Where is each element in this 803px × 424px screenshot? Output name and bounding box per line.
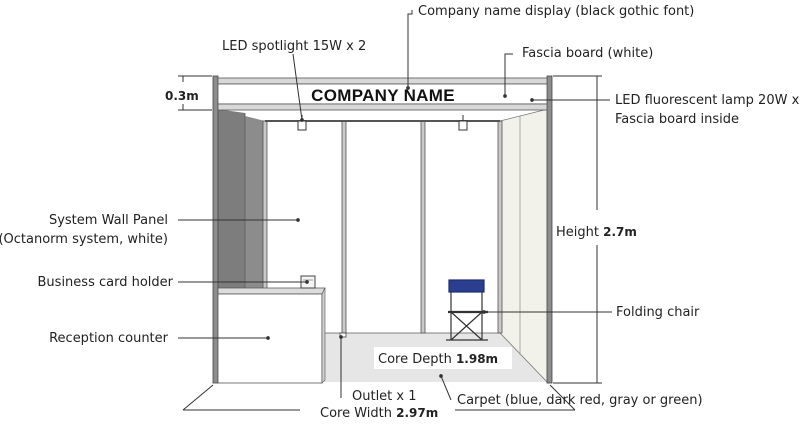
back-post-4: [497, 120, 503, 334]
wall-panel-label-2: (Octanorm system, white): [0, 232, 168, 247]
spotlight-icon: [458, 115, 468, 131]
company-name: COMPANY NAME: [311, 86, 455, 105]
fascia-board-label: Fascia board (white): [522, 46, 653, 61]
company-display-label: Company name display (black gothic font): [418, 4, 694, 19]
card-holder-label: Business card holder: [38, 275, 174, 290]
folding-chair-icon: [446, 279, 488, 341]
outlet-label: Outlet x 1: [352, 389, 417, 404]
folding-chair-label: Folding chair: [616, 305, 700, 320]
core-width-label: Core Width 2.97m: [320, 406, 438, 421]
width-dimension: [182, 384, 576, 411]
front-post-right: [546, 75, 553, 384]
carpet-label: Carpet (blue, dark red, gray or green): [457, 393, 703, 408]
fascia-board: [217, 77, 548, 85]
reception-counter-label: Reception counter: [49, 331, 169, 346]
back-post-3: [420, 120, 426, 334]
fascia-height-label: 0.3m: [165, 89, 199, 103]
led-spotlight-label: LED spotlight 15W x 2: [222, 39, 366, 54]
wall-panel-label: System Wall Panel: [49, 213, 168, 228]
height-label: Height 2.7m: [556, 225, 637, 240]
front-post-left: [212, 75, 219, 384]
outlet-icon: [339, 332, 347, 338]
fascia-board-bottom: [217, 103, 548, 111]
back-post-2: [341, 120, 347, 334]
fluorescent-lamp-label-2: Fascia board inside: [615, 112, 739, 127]
reception-counter-top: [217, 287, 326, 295]
fascia-height-dimension: [178, 75, 212, 111]
core-depth-label-bg: [374, 347, 512, 369]
height-dimension: [553, 75, 602, 384]
core-depth-label: Core Depth 1.98m: [378, 352, 498, 367]
fluorescent-lamp-label: LED fluorescent lamp 20W x 1,: [615, 93, 803, 108]
